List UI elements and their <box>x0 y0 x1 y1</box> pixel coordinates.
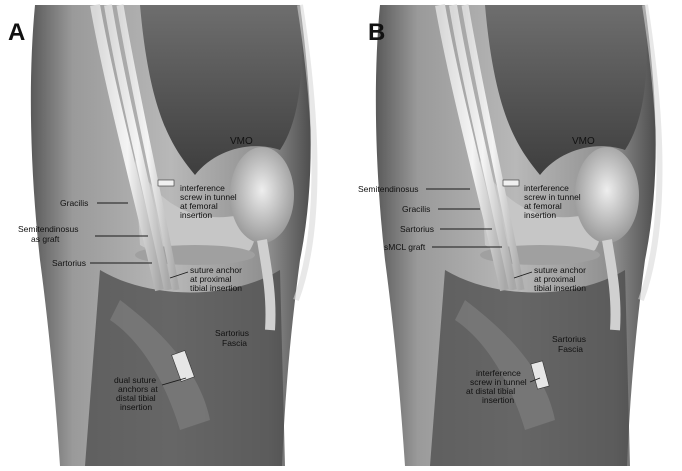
label-sartorius-b: Sartorius <box>400 224 434 234</box>
label-proximal-tibial-a: suture anchor at proximal tibial inserti… <box>190 265 242 293</box>
label-semitendinosus-a: Semitendinosus <box>18 224 78 234</box>
svg-text:interference: interference <box>476 368 521 378</box>
svg-text:tibial insertion: tibial insertion <box>190 283 242 293</box>
label-proximal-tibial-b: suture anchor at proximal tibial inserti… <box>534 265 586 293</box>
svg-text:suture anchor: suture anchor <box>534 265 586 275</box>
label-vmo-a: VMO <box>230 136 253 147</box>
leader-tibial-a <box>169 271 189 279</box>
panel-letter-b: B <box>368 19 385 46</box>
svg-text:at proximal: at proximal <box>534 274 576 284</box>
svg-text:insertion: insertion <box>120 402 152 412</box>
svg-text:suture anchor: suture anchor <box>190 265 242 275</box>
svg-text:insertion: insertion <box>180 210 212 220</box>
svg-text:screw in tunnel: screw in tunnel <box>470 377 527 387</box>
femoral-screw-b <box>502 179 520 187</box>
svg-text:dual suture: dual suture <box>114 375 156 385</box>
label-smcl-b: sMCL graft <box>384 242 426 252</box>
svg-text:at femoral: at femoral <box>180 201 218 211</box>
svg-text:anchors at: anchors at <box>118 384 158 394</box>
femoral-screw-a <box>157 179 175 187</box>
label-semitendinosus-a2: as graft <box>31 234 60 244</box>
distal-screw-b <box>530 360 550 390</box>
svg-text:at femoral: at femoral <box>524 201 562 211</box>
svg-text:Sartorius: Sartorius <box>215 328 249 338</box>
leader-distal-a <box>161 377 187 386</box>
label-semitendinosus-b: Semitendinosus <box>358 184 418 194</box>
svg-text:insertion: insertion <box>482 395 514 405</box>
distal-tunnel-a <box>171 350 195 382</box>
svg-text:at proximal: at proximal <box>190 274 232 284</box>
svg-text:interference: interference <box>180 183 225 193</box>
label-gracilis-b: Gracilis <box>402 204 430 214</box>
knee-illustration-a <box>31 5 315 466</box>
svg-text:interference: interference <box>524 183 569 193</box>
label-distal-b: interference screw in tunnel at distal t… <box>466 368 527 405</box>
label-distal-a: dual suture anchors at distal tibial ins… <box>114 375 158 412</box>
svg-text:distal tibial: distal tibial <box>116 393 156 403</box>
svg-text:Fascia: Fascia <box>222 338 247 348</box>
panel-a: A VMO Gracilis Semitendinosus as graft S… <box>8 5 315 466</box>
panel-b: B VMO Semitendinosus Gracilis Sartorius … <box>358 5 660 466</box>
svg-text:Fascia: Fascia <box>558 344 583 354</box>
svg-text:tibial insertion: tibial insertion <box>534 283 586 293</box>
label-vmo-b: VMO <box>572 136 595 147</box>
svg-text:Sartorius: Sartorius <box>552 334 586 344</box>
svg-text:insertion: insertion <box>524 210 556 220</box>
label-femoral-a: interference screw in tunnel at femoral … <box>180 183 237 220</box>
label-fascia-a: Sartorius Fascia <box>215 328 249 348</box>
knee-illustration-b <box>376 5 660 466</box>
svg-text:screw in tunnel: screw in tunnel <box>180 192 237 202</box>
leader-tibial-b <box>513 271 533 279</box>
panel-letter-a: A <box>8 19 25 46</box>
svg-text:screw in tunnel: screw in tunnel <box>524 192 581 202</box>
leader-distal-b <box>529 377 541 383</box>
label-gracilis-a: Gracilis <box>60 198 88 208</box>
label-femoral-b: interference screw in tunnel at femoral … <box>524 183 581 220</box>
label-sartorius-a: Sartorius <box>52 258 86 268</box>
label-fascia-b: Sartorius Fascia <box>552 334 586 354</box>
svg-text:at distal tibial: at distal tibial <box>466 386 515 396</box>
